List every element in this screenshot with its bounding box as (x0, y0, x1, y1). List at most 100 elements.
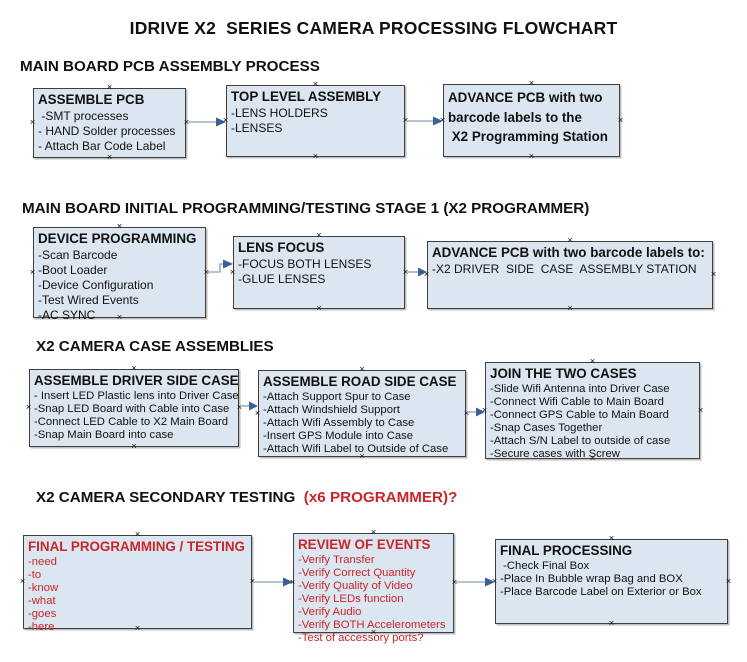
box-item: -AC SYNC (38, 308, 96, 322)
box-item: - Attach Bar Code Label (38, 139, 166, 153)
flow-box-join-the-two-cases: JOIN THE TWO CASES -Slide Wifi Antenna i… (482, 357, 704, 464)
box-item: -SMT processes (38, 109, 129, 123)
anchor-left-icon: × (254, 407, 261, 419)
box-item-list: -need-to-know-what-goes-here (28, 556, 248, 634)
box-item: -Insert GPS Module into Case (263, 430, 414, 442)
flow-box-final-programming-testing: FINAL PROGRAMMING / TESTING -need-to-kno… (20, 530, 256, 634)
section-heading-pcb-assembly: MAIN BOARD PCB ASSEMBLY PROCESS (20, 58, 320, 75)
box-item-list: -X2 DRIVER SIDE CASE ASSEMBLY STATION (432, 262, 709, 277)
anchor-left-icon: × (222, 115, 229, 126)
box-title: TOP LEVEL ASSEMBLY (231, 89, 382, 104)
box-item: -GLUE LENSES (238, 272, 326, 286)
box-item-list: -Check Final Box-Place In Bubble wrap Ba… (500, 560, 724, 599)
flow-box-assemble-pcb: ASSEMBLE PCB -SMT processes- HAND Solder… (30, 83, 190, 163)
box-item: - HAND Solder processes (38, 124, 176, 138)
heading-black-part: X2 CAMERA SECONDARY TESTING (36, 489, 300, 506)
box-item-list: -Attach Support Spur to Case-Attach Wind… (263, 391, 462, 456)
arrow-r2-b-to-c (406, 267, 427, 277)
box-item: -Secure cases with Screw (490, 448, 620, 460)
anchor-right-icon: × (236, 402, 243, 413)
box-item: -Verify Quality of Video (298, 580, 413, 592)
flow-box-advance-pcb-programming-station: ADVANCE PCB with two barcode labels to th… (440, 79, 624, 162)
box-item: -Verify Transfer (298, 554, 375, 566)
box-item: -Verify BOTH Accelerometers (298, 619, 446, 631)
flow-box-lens-focus: LENS FOCUS -FOCUS BOTH LENSES-GLUE LENSE… (230, 231, 409, 314)
box-item-list: -FOCUS BOTH LENSES-GLUE LENSES (238, 257, 401, 287)
section-heading-case-assemblies: X2 CAMERA CASE ASSEMBLIES (36, 338, 274, 355)
box-title: DEVICE PROGRAMMING (38, 231, 197, 246)
box-title: ASSEMBLE DRIVER SIDE CASE (34, 373, 239, 388)
anchor-left-icon: × (423, 269, 430, 280)
box-item: -Verify Audio (298, 606, 362, 618)
box-title: FINAL PROCESSING (500, 543, 633, 558)
anchor-left-icon: × (25, 402, 32, 413)
box-item: -Snap Main Board into case (34, 429, 174, 441)
anchor-left-icon: × (481, 404, 488, 416)
box-item: -Connect LED Cable to X2 Main Board (34, 416, 229, 428)
box-item: -FOCUS BOTH LENSES (238, 257, 372, 271)
anchor-right-icon: × (725, 575, 732, 587)
anchor-left-icon: × (29, 266, 36, 278)
box-item: -Snap LED Board with Cable into Case (34, 403, 230, 415)
box-title: REVIEW OF EVENTS (298, 537, 431, 552)
box-item: -Boot Loader (38, 263, 108, 277)
flow-box-device-programming: DEVICE PROGRAMMING -Scan Barcode-Boot Lo… (30, 222, 210, 323)
box-item: -Place Barcode Label on Exterior or Box (500, 586, 702, 598)
box-item: -Connect Wifi Cable to Main Board (490, 396, 664, 408)
anchor-right-icon: × (402, 266, 409, 278)
box-title-line: ADVANCE PCB with two (448, 90, 603, 105)
box-title-line: barcode labels to the (448, 109, 582, 125)
anchor-right-icon: × (402, 115, 409, 126)
anchor-left-icon: × (439, 114, 446, 126)
box-item: -know (28, 582, 59, 594)
anchor-right-icon: × (249, 576, 256, 587)
flow-box-assemble-road-side-case: ASSEMBLE ROAD SIDE CASE -Attach Support … (255, 365, 470, 462)
section-heading-secondary-testing: X2 CAMERA SECONDARY TESTING (x6 PROGRAMM… (36, 489, 457, 506)
box-item: -Slide Wifi Antenna into Driver Case (490, 383, 670, 395)
anchor-bottom-icon: × (567, 303, 573, 314)
page-title: IDRIVE X2 SERIES CAMERA PROCESSING FLOWC… (129, 18, 618, 38)
anchor-right-icon: × (203, 266, 210, 278)
box-item: -Connect GPS Cable to Main Board (490, 409, 669, 421)
anchor-bottom-icon: × (608, 618, 615, 629)
arrow-r1-b-to-c (406, 116, 443, 126)
box-item: -Test of accessory ports? (298, 632, 424, 644)
anchor-right-icon: × (451, 577, 458, 588)
box-item: -Verify Correct Quantity (298, 567, 416, 579)
box-item: -Attach Wifi Label to Outside of Case (263, 443, 449, 455)
box-item-list: -Scan Barcode-Boot Loader-Device Configu… (38, 248, 202, 323)
arrow-r3-a-to-b (240, 401, 258, 411)
section-heading-initial-programming: MAIN BOARD INITIAL PROGRAMMING/TESTING S… (22, 200, 590, 217)
box-item: -Test Wired Events (38, 293, 139, 307)
arrow-r3-b-to-c (467, 407, 485, 417)
anchor-left-icon: × (229, 266, 236, 278)
anchor-right-icon: × (710, 269, 717, 280)
box-item: -LENSES (231, 121, 283, 135)
box-item: -X2 DRIVER SIDE CASE ASSEMBLY STATION (432, 262, 697, 276)
box-title: ASSEMBLE ROAD SIDE CASE (263, 374, 457, 389)
flow-box-top-level-assembly: TOP LEVEL ASSEMBLY -LENS HOLDERS-LENSES … (223, 80, 409, 162)
anchor-right-icon: × (463, 407, 470, 419)
box-title-lines: ADVANCE PCB with two barcode labels to th… (448, 88, 616, 147)
anchor-left-icon: × (289, 577, 296, 588)
box-item: -Check Final Box (500, 560, 590, 572)
flow-box-advance-pcb-case-assembly: ADVANCE PCB with two barcode labels to: … (424, 236, 717, 314)
arrow-r4-a-to-b (253, 577, 293, 587)
box-item: -Attach Windshield Support (263, 404, 400, 416)
arrow-r1-a-to-b (187, 117, 226, 127)
box-item: -Attach Support Spur to Case (263, 391, 411, 403)
box-title: FINAL PROGRAMMING / TESTING (28, 539, 245, 554)
anchor-bottom-icon: × (106, 152, 113, 163)
box-item-list: -SMT processes- HAND Solder processes- A… (38, 109, 182, 154)
anchor-left-icon: × (491, 575, 498, 587)
flow-box-review-of-events: REVIEW OF EVENTS -Verify Transfer-Verify… (290, 528, 458, 645)
anchor-right-icon: × (697, 404, 704, 416)
box-item: -to (28, 569, 42, 581)
anchor-left-icon: × (19, 576, 26, 587)
box-item: -Device Configuration (38, 278, 154, 292)
anchor-left-icon: × (29, 117, 36, 128)
anchor-bottom-icon: × (528, 151, 535, 162)
anchor-bottom-icon: × (131, 441, 137, 452)
box-title-line: X2 Programming Station (448, 129, 608, 144)
